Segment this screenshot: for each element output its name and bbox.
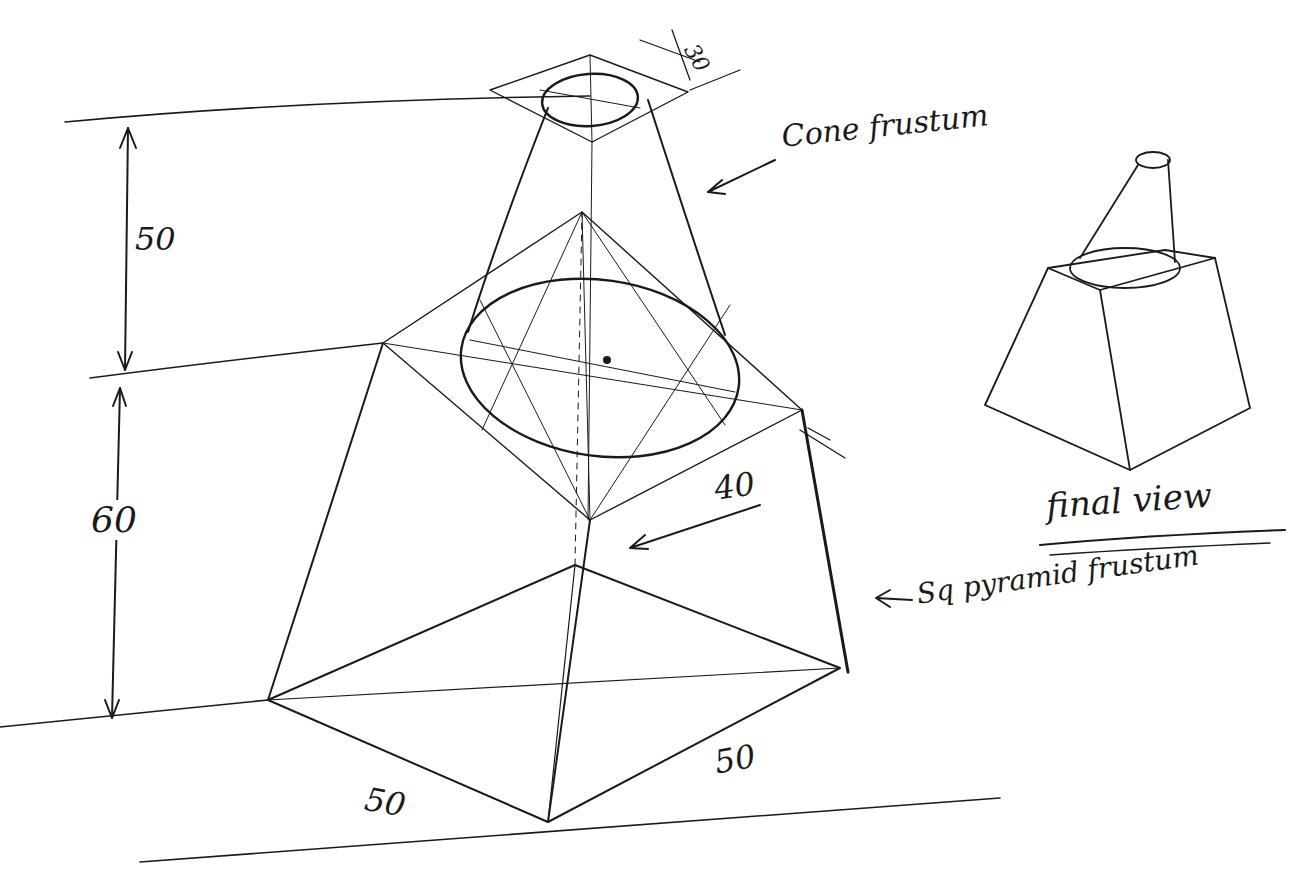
dimension-label: 50 (132, 222, 179, 257)
dimension-label: 30 (679, 40, 714, 76)
dimension-label: 50 (712, 739, 758, 781)
dimension-label: 50 (362, 782, 408, 824)
view-title: final view (1045, 476, 1213, 525)
dimension-label: 40 (712, 466, 757, 507)
dimension-label: 60 (88, 500, 140, 540)
part-label: Cone frustum (780, 98, 990, 153)
part-label: Sq pyramid frustum (915, 540, 1201, 610)
